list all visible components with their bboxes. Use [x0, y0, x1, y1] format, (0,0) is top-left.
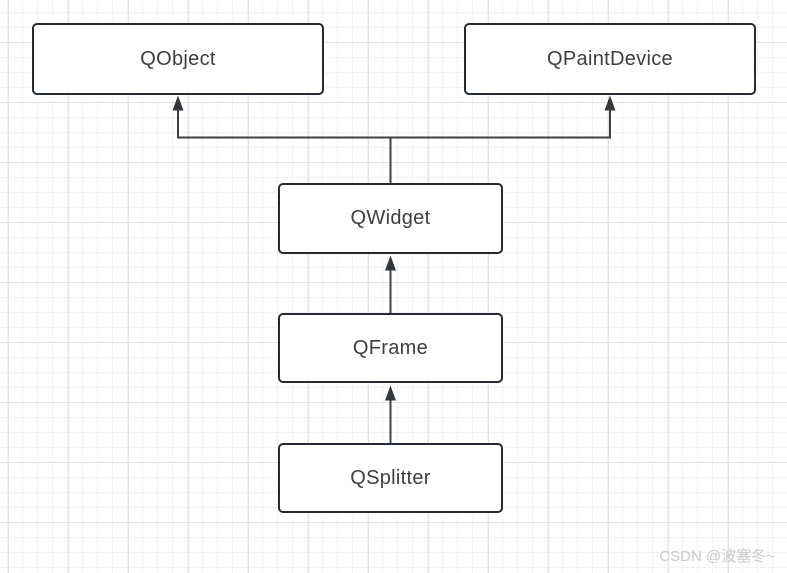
edge-qwidget-to-qpaintdevice — [389, 109, 611, 183]
class-node-qwidget: QWidget — [278, 183, 503, 254]
class-node-qframe: QFrame — [278, 313, 503, 383]
edge-qwidget-to-qobject — [177, 109, 392, 183]
class-node-label: QFrame — [352, 336, 429, 359]
class-node-qobject: QObject — [32, 23, 324, 95]
class-node-label: QPaintDevice — [547, 47, 673, 70]
arrowhead-qwidget-icon — [385, 255, 396, 271]
arrowhead-qpaintdevice-icon — [604, 95, 616, 111]
class-node-label: QObject — [140, 47, 216, 70]
arrowhead-qobject-icon — [172, 95, 184, 111]
class-node-label: QWidget — [350, 207, 431, 229]
arrowhead-qframe-icon — [385, 385, 396, 401]
csdn-watermark: CSDN @波塞冬~ — [659, 548, 775, 565]
class-node-qsplitter: QSplitter — [278, 443, 503, 513]
class-node-label: QSplitter — [350, 466, 431, 489]
class-node-qpaintdevice: QPaintDevice — [464, 23, 756, 95]
